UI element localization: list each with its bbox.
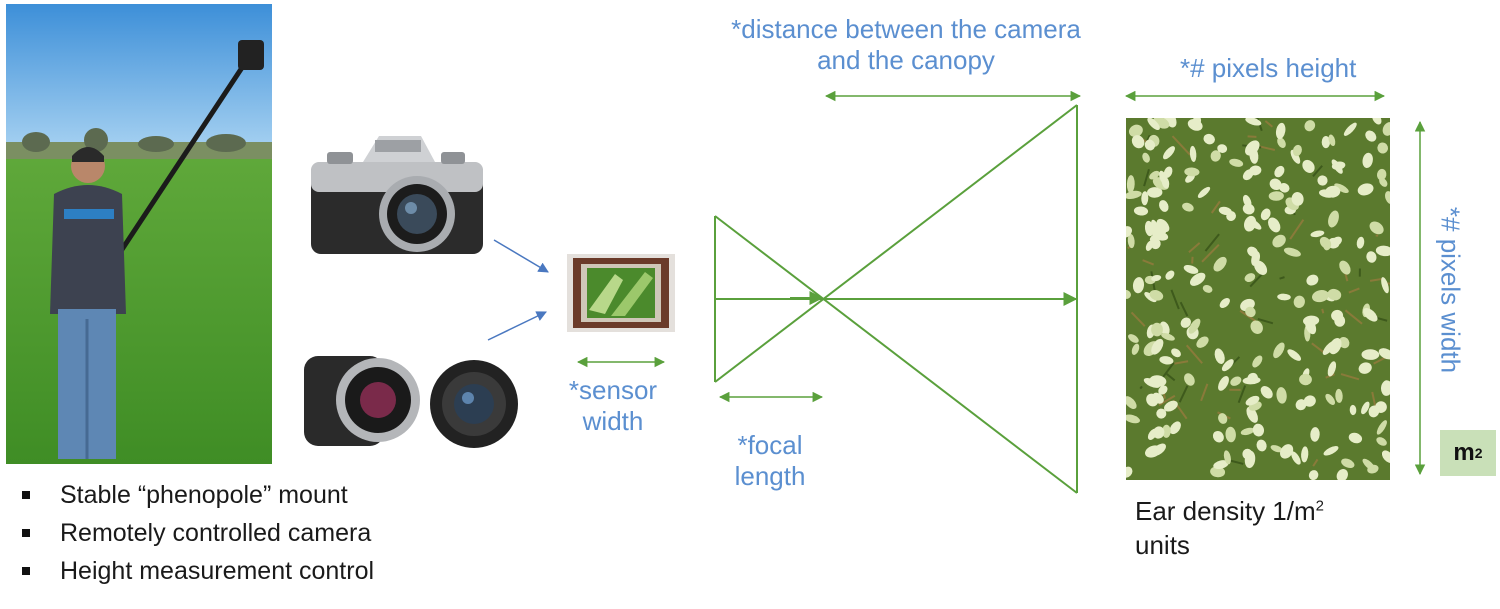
- bullet-item: Stable “phenopole” mount: [22, 476, 374, 514]
- feature-bullet-list: Stable “phenopole” mount Remotely contro…: [22, 476, 374, 590]
- bullet-marker: [22, 491, 30, 499]
- pixels-height-label: *# pixels height: [1180, 53, 1357, 83]
- ear-density-label: Ear density 1/m2 units: [1135, 496, 1324, 560]
- bullet-marker: [22, 567, 30, 575]
- pixels-width-label: *# pixels width: [1435, 206, 1466, 374]
- arrow-sony-to-sensor: [487, 311, 547, 341]
- field-photo-phenopole: [6, 4, 272, 464]
- olympus-camera-image: [305, 128, 490, 258]
- bullet-marker: [22, 529, 30, 537]
- wheat-canopy-photo: [1126, 118, 1390, 480]
- sensor-width-label: *sensor width: [568, 375, 658, 436]
- image-sensor-image: [565, 250, 677, 336]
- bullet-item: Remotely controlled camera: [22, 514, 374, 552]
- focal-length-label: *focal length: [734, 430, 806, 491]
- sony-lens-camera-image: [300, 348, 525, 453]
- bullet-item: Height measurement control: [22, 552, 374, 590]
- distance-label: *distance between the camera and the can…: [731, 14, 1081, 75]
- arrow-olympus-to-sensor: [493, 239, 549, 273]
